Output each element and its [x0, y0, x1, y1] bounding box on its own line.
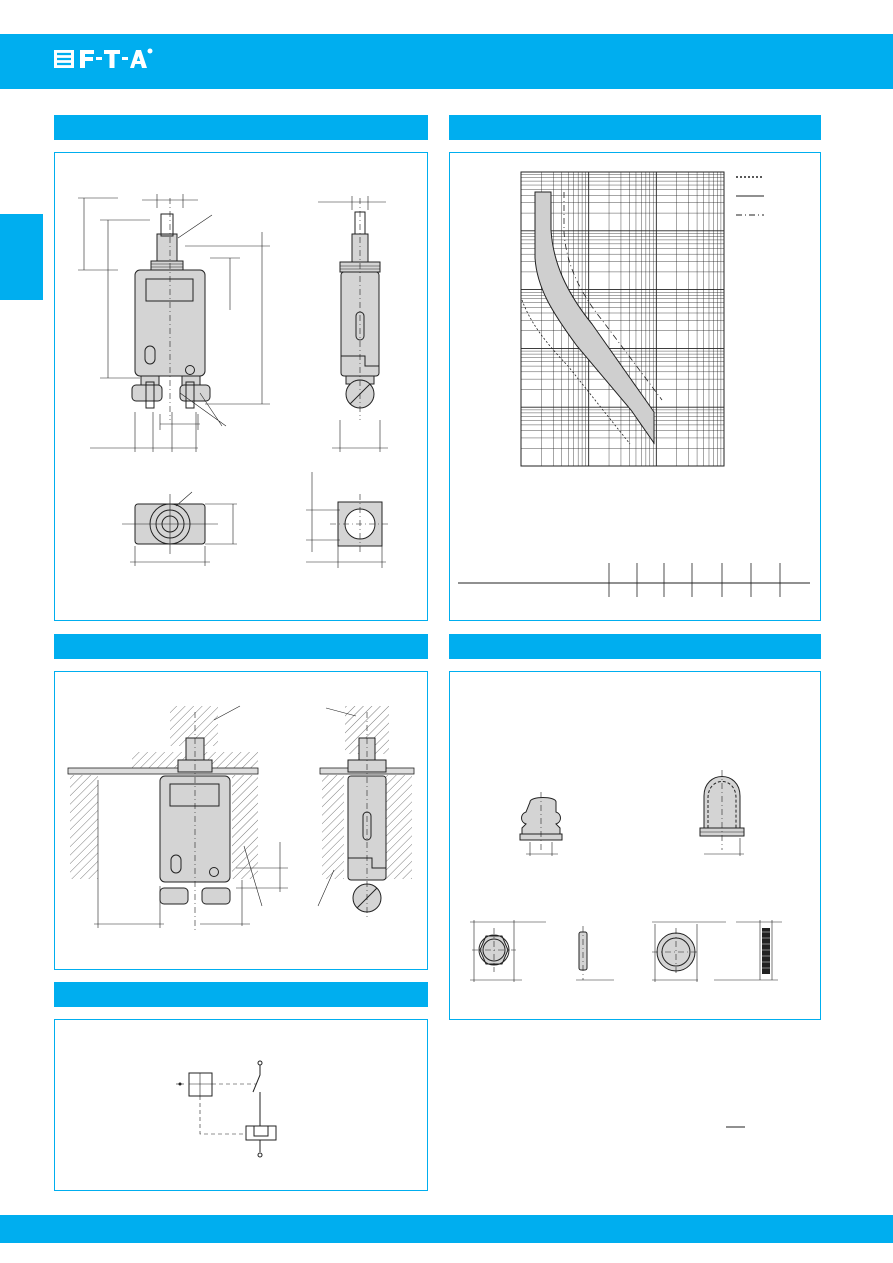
- accessories-panel: [449, 671, 821, 1020]
- header-band: [0, 34, 893, 89]
- section-bar-connection-diagram: [54, 982, 428, 1007]
- section-bar-installation: [54, 634, 428, 659]
- section-bar-dimensions: [54, 115, 428, 140]
- brand-logo: [54, 48, 154, 72]
- section-bar-characteristic-curve: [449, 115, 821, 140]
- footer-band: [0, 1215, 893, 1243]
- eta-logo-icon: [54, 48, 153, 68]
- trip-tolerance-band: [534, 191, 655, 445]
- connection-diagram-panel: [54, 1019, 428, 1191]
- curve-dash-dot: [563, 192, 663, 401]
- chapter-tab: [0, 214, 43, 300]
- curve-dotted: [521, 299, 631, 445]
- section-bar-accessories: [449, 634, 821, 659]
